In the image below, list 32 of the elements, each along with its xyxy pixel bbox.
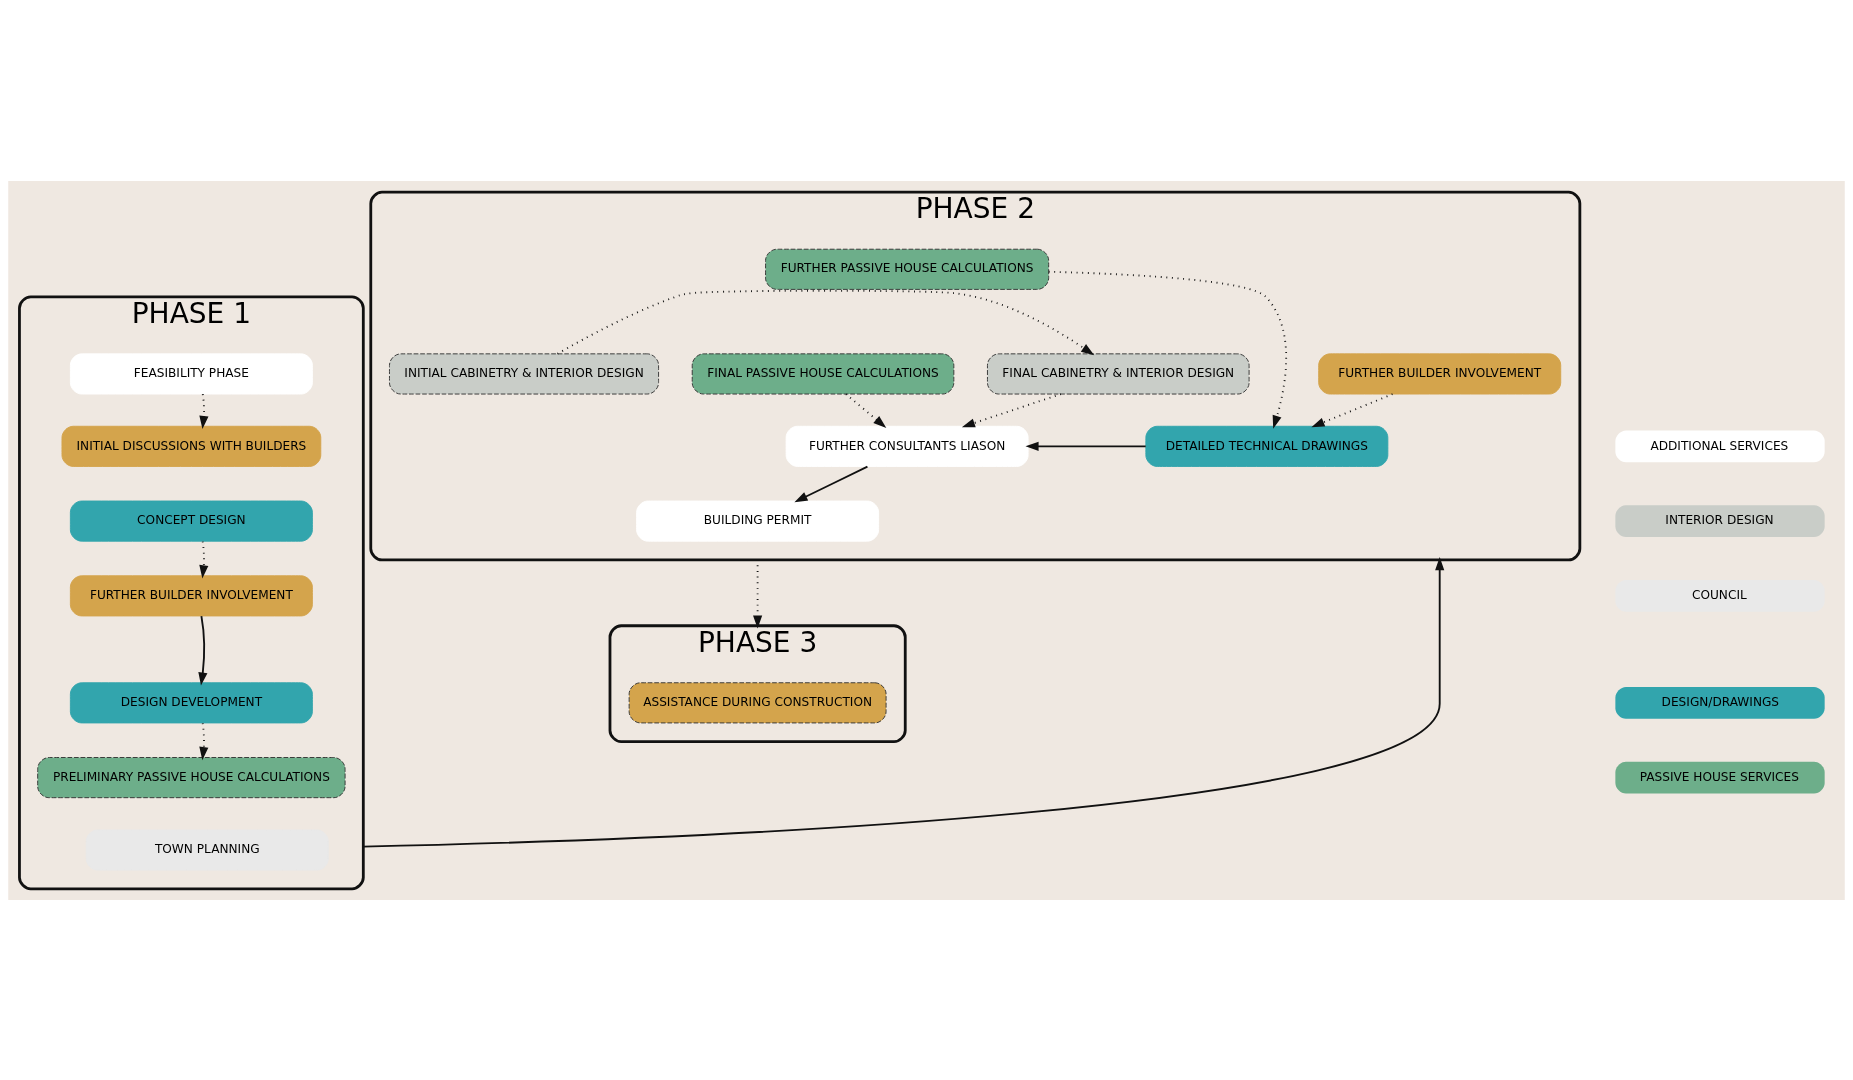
- arrow: [794, 465, 869, 502]
- arrow: [961, 392, 1062, 427]
- legend-label: PASSIVE HOUSE SERVICES: [1639, 769, 1799, 784]
- node-box: FINAL PASSIVE HOUSE CALCULATIONS: [691, 352, 955, 394]
- node-box: FINAL CABINETRY & INTERIOR DESIGN: [987, 352, 1250, 394]
- node-box: FURTHER BUILDER INVOLVEMENT: [69, 574, 313, 616]
- legend-label: DESIGN/DRAWINGS: [1661, 694, 1780, 709]
- node-box: FEASIBILITY PHASE: [69, 352, 313, 394]
- arrow: [1047, 270, 1288, 429]
- arrow: [199, 540, 209, 578]
- arrow: [198, 614, 208, 686]
- node-box: ASSISTANCE DURING CONSTRUCTION: [628, 681, 887, 723]
- arrow: [199, 721, 209, 760]
- legend-label: ADDITIONAL SERVICES: [1650, 438, 1789, 453]
- arrow: [845, 392, 887, 428]
- arrow: [199, 392, 209, 429]
- node-box: DESIGN DEVELOPMENT: [69, 681, 313, 723]
- legend-label: INTERIOR DESIGN: [1665, 512, 1774, 527]
- arrow: [556, 289, 1095, 355]
- arrow: [1311, 392, 1394, 427]
- node-box: DETAILED TECHNICAL DRAWINGS: [1145, 425, 1389, 467]
- arrow: [1025, 441, 1147, 451]
- node-box: FURTHER BUILDER INVOLVEMENT: [1318, 352, 1562, 394]
- node-box: INITIAL DISCUSSIONS WITH BUILDERS: [61, 425, 322, 467]
- node-box: CONCEPT DESIGN: [69, 500, 313, 542]
- legend-label: COUNCIL: [1691, 587, 1747, 602]
- node-box: INITIAL CABINETRY & INTERIOR DESIGN: [389, 352, 660, 394]
- node-box: FURTHER CONSULTANTS LIASON: [785, 425, 1029, 467]
- node-box: PRELIMINARY PASSIVE HOUSE CALCULATIONS: [37, 756, 346, 798]
- node-box: BUILDING PERMIT: [636, 500, 880, 542]
- node-box: FURTHER PASSIVE HOUSE CALCULATIONS: [765, 248, 1050, 290]
- arrow: [362, 556, 1445, 848]
